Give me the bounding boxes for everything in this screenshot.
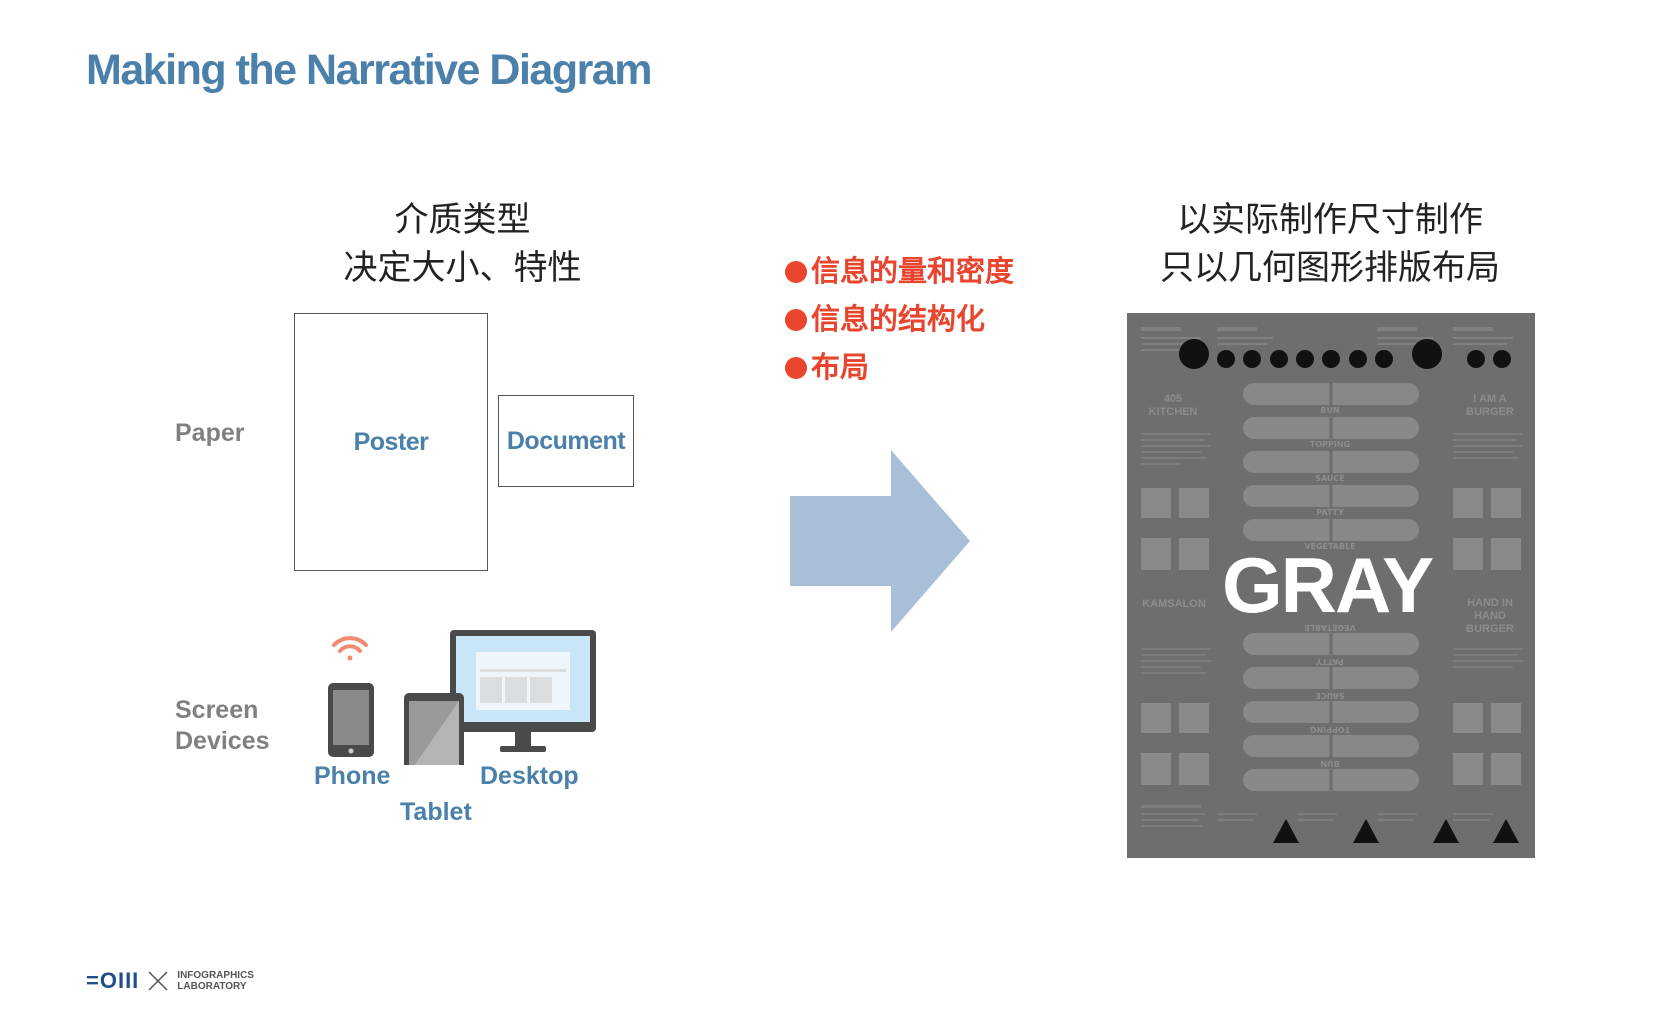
- layer-label: VEGETABLE: [1304, 542, 1356, 551]
- left-heading: 介质类型 决定大小、特性: [300, 196, 625, 292]
- bullet-item: 布局: [785, 344, 869, 386]
- phone-icon: [328, 683, 374, 757]
- bullet-text: 布局: [811, 350, 870, 384]
- bullet-text: 信息的量和密度: [811, 254, 1015, 288]
- footer-logo: =OIII INFOGRAPHICS LABORATORY: [86, 968, 254, 994]
- logo-mark: =OIII: [86, 968, 140, 993]
- right-heading: 以实际制作尺寸制作 只以几何图形排版布局: [1140, 196, 1520, 292]
- wifi-icon: [332, 636, 368, 661]
- poster-box-label: Poster: [353, 427, 429, 456]
- lab-name-line2: LABORATORY: [177, 981, 247, 992]
- screen-row-label: Screen Devices: [175, 695, 270, 757]
- left-heading-line1: 介质类型: [394, 200, 531, 240]
- layer-label: BUN: [1320, 406, 1340, 415]
- tablet-icon: [404, 693, 464, 765]
- layer-label: SAUCE: [1315, 691, 1345, 700]
- desktop-icon: [450, 630, 596, 752]
- layer-label: BUN: [1320, 759, 1340, 768]
- poster-side-heading: I AM A BURGER: [1466, 393, 1514, 418]
- poster-box: Poster: [294, 313, 488, 571]
- poster-side-heading: KAMSALON: [1142, 598, 1206, 610]
- layer-label: TOPPING: [1309, 440, 1351, 449]
- gray-overlay-word: GRAY: [1222, 541, 1434, 629]
- lab-name: INFOGRAPHICS LABORATORY: [177, 970, 254, 992]
- left-heading-line2: 决定大小、特性: [343, 248, 582, 288]
- bullet-dot-icon: [785, 357, 807, 379]
- gray-poster: [1127, 313, 1535, 858]
- bullet-text: 信息的结构化: [811, 302, 986, 336]
- right-heading-line1: 以实际制作尺寸制作: [1177, 200, 1483, 240]
- bullet-dot-icon: [785, 261, 807, 283]
- document-box: Document: [498, 395, 634, 487]
- right-arrow-icon: [790, 450, 970, 632]
- poster-side-heading: HAND IN HAND BURGER: [1466, 597, 1514, 635]
- document-box-label: Document: [506, 426, 626, 455]
- layer-label: PATTY: [1316, 508, 1344, 517]
- right-heading-line2: 只以几何图形排版布局: [1160, 248, 1500, 288]
- page-title: Making the Narrative Diagram: [86, 46, 652, 94]
- screen-row-label-line2: Devices: [175, 727, 270, 755]
- paper-row-label: Paper: [175, 419, 245, 447]
- layer-label: PATTY: [1316, 657, 1344, 666]
- phone-label: Phone: [314, 762, 391, 790]
- bullet-item: 信息的量和密度: [785, 248, 1014, 290]
- desktop-label: Desktop: [480, 762, 579, 790]
- poster-side-heading: 405 KITCHEN: [1148, 393, 1198, 418]
- gray-poster-graphic: [1141, 327, 1523, 843]
- cross-icon: [148, 971, 168, 991]
- layer-label: SAUCE: [1315, 474, 1345, 483]
- tablet-label: Tablet: [400, 798, 472, 826]
- bullet-item: 信息的结构化: [785, 296, 985, 338]
- devices-illustration: [328, 630, 596, 765]
- layer-label: TOPPING: [1309, 725, 1351, 734]
- screen-row-label-line1: Screen: [175, 696, 259, 724]
- bullet-dot-icon: [785, 309, 807, 331]
- lab-name-line1: INFOGRAPHICS: [177, 970, 254, 981]
